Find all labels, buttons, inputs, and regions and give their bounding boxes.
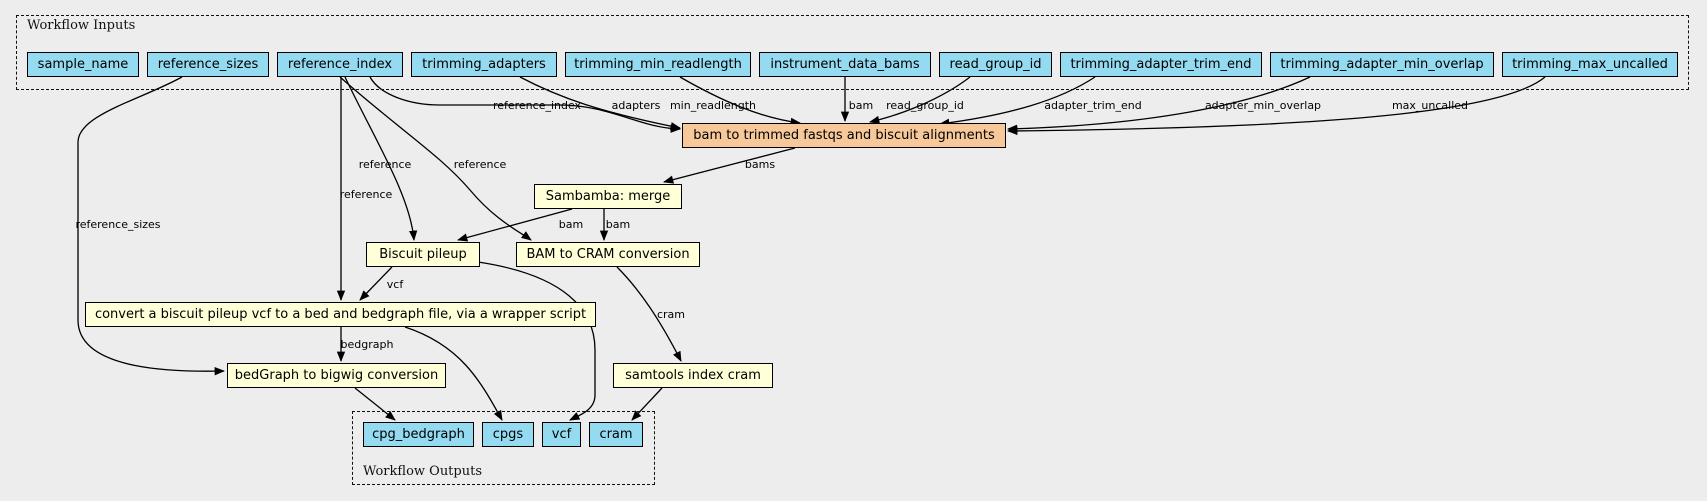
step-biscuit-pileup[interactable]: Biscuit pileup bbox=[366, 242, 480, 267]
input-read-group-id[interactable]: read_group_id bbox=[939, 52, 1052, 77]
input-trimming-min-readlength-label: trimming_min_readlength bbox=[574, 57, 742, 72]
edge-label: vcf bbox=[387, 278, 405, 291]
step-bam-to-trimmed-fastqs[interactable]: bam to trimmed fastqs and biscuit alignm… bbox=[682, 123, 1006, 148]
edge-label: bam bbox=[559, 218, 583, 231]
input-trimming-adapter-min-overlap[interactable]: trimming_adapter_min_overlap bbox=[1270, 52, 1494, 77]
step-convert-vcf-to-bed[interactable]: convert a biscuit pileup vcf to a bed an… bbox=[85, 302, 596, 327]
edge-label: reference_index bbox=[493, 99, 582, 112]
input-trimming-adapters[interactable]: trimming_adapters bbox=[411, 52, 557, 77]
step-bedgraph-to-bigwig-label: bedGraph to bigwig conversion bbox=[234, 368, 439, 383]
input-trimming-max-uncalled[interactable]: trimming_max_uncalled bbox=[1502, 52, 1678, 77]
output-cpg-bedgraph-label: cpg_bedgraph bbox=[372, 427, 465, 442]
edge-vcf2bed-to-cpgs bbox=[404, 326, 503, 421]
edge-label: max_uncalled bbox=[1392, 99, 1468, 112]
step-samtools-index-cram[interactable]: samtools index cram bbox=[613, 363, 773, 388]
edge-bam-to-cram-to-index-cram bbox=[616, 266, 682, 362]
step-bedgraph-to-bigwig[interactable]: bedGraph to bigwig conversion bbox=[227, 363, 446, 388]
edge-label: min_readlength bbox=[670, 99, 756, 112]
input-trimming-adapters-label: trimming_adapters bbox=[422, 57, 546, 72]
input-reference-index-label: reference_index bbox=[287, 57, 393, 72]
input-reference-sizes[interactable]: reference_sizes bbox=[147, 52, 269, 77]
edge-index-cram-to-cram bbox=[631, 387, 663, 421]
input-instrument-data-bams-label: instrument_data_bams bbox=[770, 57, 920, 72]
input-trimming-adapter-trim-end-label: trimming_adapter_trim_end bbox=[1070, 57, 1252, 72]
edge-label: adapter_trim_end bbox=[1044, 99, 1141, 112]
edge-label: bedgraph bbox=[341, 338, 394, 351]
edge-label: bam bbox=[606, 218, 630, 231]
edge-merge-to-pileup bbox=[456, 208, 573, 242]
step-bam-to-cram-conversion-label: BAM to CRAM conversion bbox=[526, 247, 690, 262]
output-cpgs-label: cpgs bbox=[492, 427, 524, 442]
edge-label: read_group_id bbox=[886, 99, 964, 112]
edge-bedgraph-to-bigwig-to-cpg-bedgraph bbox=[354, 387, 396, 421]
step-convert-vcf-to-bed-label: convert a biscuit pileup vcf to a bed an… bbox=[94, 307, 587, 322]
edge-trimming-adapter-min-overlap-to-bam-to-trimmed bbox=[1006, 76, 1311, 133]
edge-reference-index-to-pileup bbox=[344, 76, 418, 242]
workflow-outputs-label: Workflow Outputs bbox=[363, 464, 482, 479]
edge-trimming-adapters-to-bam-to-trimmed bbox=[519, 76, 682, 131]
edge-label: bam bbox=[849, 99, 873, 112]
input-read-group-id-label: read_group_id bbox=[949, 57, 1042, 72]
input-trimming-max-uncalled-label: trimming_max_uncalled bbox=[1512, 57, 1668, 72]
input-instrument-data-bams[interactable]: instrument_data_bams bbox=[759, 52, 931, 77]
edge-trimming-max-uncalled-to-bam-to-trimmed bbox=[1006, 76, 1546, 136]
edge-label: reference bbox=[340, 188, 393, 201]
edge-label: reference_sizes bbox=[75, 218, 160, 231]
edge-label: adapter_min_overlap bbox=[1205, 99, 1321, 112]
step-bam-to-cram-conversion[interactable]: BAM to CRAM conversion bbox=[516, 242, 700, 267]
input-trimming-adapter-min-overlap-label: trimming_adapter_min_overlap bbox=[1280, 57, 1484, 72]
step-sambamba-merge-label: Sambamba: merge bbox=[545, 189, 671, 204]
step-bam-to-trimmed-fastqs-label: bam to trimmed fastqs and biscuit alignm… bbox=[693, 128, 995, 143]
output-cram-label: cram bbox=[599, 427, 633, 442]
edge-bam-to-trimmed-to-merge bbox=[662, 147, 796, 184]
edge-reference-index-to-bam-to-cram bbox=[339, 76, 532, 241]
input-reference-index[interactable]: reference_index bbox=[277, 52, 403, 77]
output-cram[interactable]: cram bbox=[589, 422, 643, 447]
edge-label: cram bbox=[657, 308, 685, 321]
edge-reference-sizes-to-bedgraph-to-bigwig bbox=[77, 76, 226, 376]
input-reference-sizes-label: reference_sizes bbox=[157, 57, 259, 72]
input-sample-name[interactable]: sample_name bbox=[27, 52, 139, 77]
edge-label: reference bbox=[454, 158, 507, 171]
output-vcf[interactable]: vcf bbox=[542, 422, 581, 447]
input-trimming-min-readlength[interactable]: trimming_min_readlength bbox=[565, 52, 751, 77]
edge-pileup-to-vcf bbox=[477, 261, 596, 421]
output-cpg-bedgraph[interactable]: cpg_bedgraph bbox=[363, 422, 474, 447]
output-vcf-label: vcf bbox=[551, 427, 572, 442]
step-samtools-index-cram-label: samtools index cram bbox=[625, 368, 761, 383]
edge-trimming-min-readlength-to-bam-to-trimmed bbox=[679, 76, 802, 126]
input-sample-name-label: sample_name bbox=[37, 57, 129, 72]
step-biscuit-pileup-label: Biscuit pileup bbox=[379, 247, 467, 262]
workflow-inputs-cluster: Workflow Inputs bbox=[16, 15, 1689, 90]
edge-label: reference bbox=[359, 158, 412, 171]
edge-trimming-adapter-trim-end-to-bam-to-trimmed bbox=[938, 76, 1096, 127]
workflow-outputs-cluster: Workflow Outputs bbox=[352, 411, 655, 485]
input-trimming-adapter-trim-end[interactable]: trimming_adapter_trim_end bbox=[1060, 52, 1262, 77]
edge-reference-index-to-bam-to-trimmed bbox=[369, 76, 682, 133]
workflow-inputs-label: Workflow Inputs bbox=[27, 18, 136, 33]
step-sambamba-merge[interactable]: Sambamba: merge bbox=[534, 184, 682, 209]
output-cpgs[interactable]: cpgs bbox=[482, 422, 534, 447]
edge-read-group-id-to-bam-to-trimmed bbox=[868, 76, 971, 124]
edge-label: bams bbox=[745, 158, 775, 171]
edge-label: adapters bbox=[612, 99, 661, 112]
edge-pileup-to-vcf2bed bbox=[359, 266, 393, 301]
